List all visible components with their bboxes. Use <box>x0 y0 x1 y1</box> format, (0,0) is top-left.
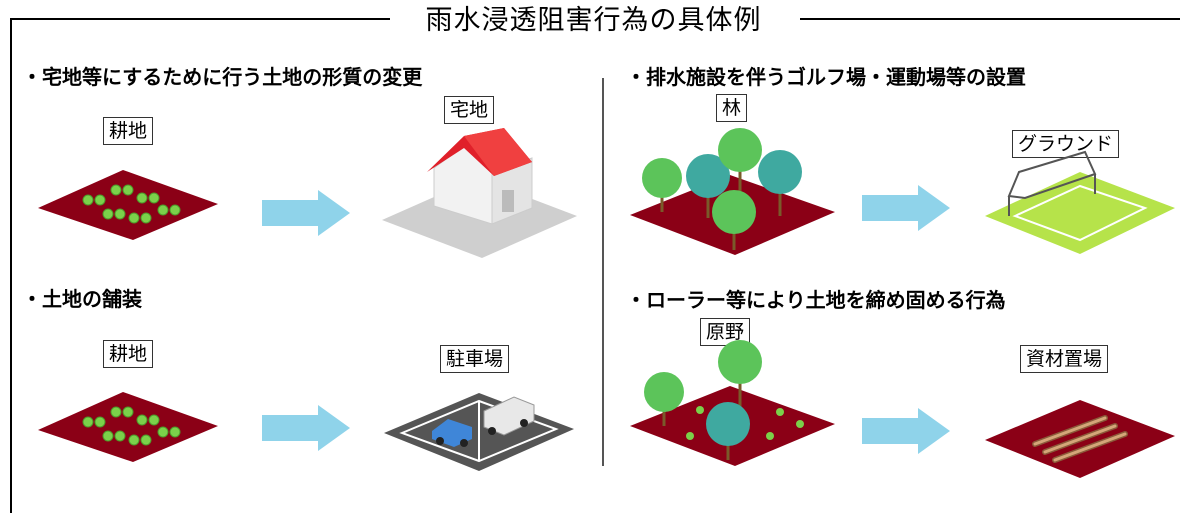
label-after-parking: 駐車場 <box>440 345 510 373</box>
label-before-forest: 林 <box>716 94 748 122</box>
house-icon <box>382 128 577 258</box>
frame-left <box>10 18 12 513</box>
arrow-right-icon <box>262 190 350 236</box>
section-heading-paving: ・土地の舗装 <box>22 287 142 311</box>
section-heading-compaction: ・ローラー等により土地を締め固める行為 <box>626 288 1006 312</box>
soccer-field-icon <box>985 150 1175 254</box>
arrow-right-icon <box>262 405 350 451</box>
parking-lot-icon <box>384 393 574 471</box>
crop-field-icon <box>38 170 218 240</box>
frame-top-left <box>10 18 390 20</box>
grassland-icon <box>630 340 835 466</box>
page-title: 雨水浸透阻害行為の具体例 <box>0 4 1187 38</box>
section-divider <box>602 78 604 466</box>
crop-field-icon <box>38 392 218 462</box>
frame-top-right <box>800 18 1180 20</box>
section-heading-golf-sports: ・排水施設を伴うゴルフ場・運動場等の設置 <box>626 65 1026 89</box>
label-before-field: 耕地 <box>103 117 154 145</box>
arrow-right-icon <box>862 185 950 231</box>
forest-icon <box>630 128 835 255</box>
lumber-yard-icon <box>985 400 1175 478</box>
section-heading-development: ・宅地等にするために行う土地の形質の変更 <box>22 65 423 89</box>
label-before-field-2: 耕地 <box>103 340 154 368</box>
arrow-right-icon <box>862 408 950 454</box>
label-after-material-yard: 資材置場 <box>1020 345 1109 373</box>
label-after-residential: 宅地 <box>444 96 495 124</box>
